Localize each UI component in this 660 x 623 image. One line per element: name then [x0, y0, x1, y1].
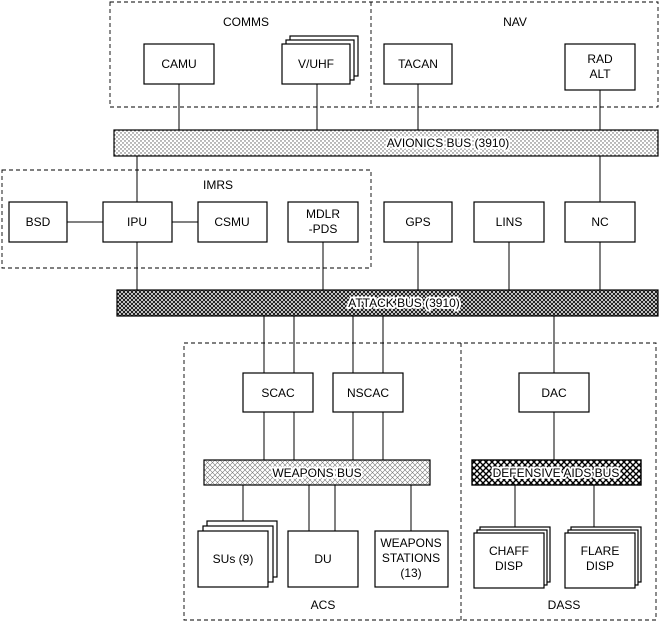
sus-label: SUs (9): [213, 552, 254, 566]
tacan-unit: TACAN: [383, 43, 453, 85]
attack-bus: ATTACK BUS (3910): [116, 289, 659, 317]
nscac-unit: NSCAC: [332, 372, 404, 413]
du-unit: DU: [287, 530, 359, 588]
rad-alt-label-line1: RAD: [587, 52, 613, 66]
nav-group-label: NAV: [503, 15, 527, 29]
chaff-disp-unit: CHAFF DISP: [473, 526, 551, 589]
mdlr-pds-label-line1: MDLR: [306, 207, 340, 221]
tacan-label: TACAN: [398, 57, 438, 71]
nc-label: NC: [591, 215, 609, 229]
chaff-disp-label-line2: DISP: [495, 559, 523, 573]
dac-label: DAC: [541, 386, 567, 400]
flare-disp-label-line2: DISP: [586, 559, 614, 573]
vuhf-label: V/UHF: [298, 57, 334, 71]
csmu-label: CSMU: [214, 215, 249, 229]
defensive-aids-bus: DEFENSIVE AIDS BUS: [471, 459, 642, 486]
lins-label: LINS: [496, 215, 523, 229]
attack-bus-label: ATTACK BUS (3910): [348, 296, 460, 310]
scac-label: SCAC: [261, 386, 295, 400]
imrs-group-label: IMRS: [203, 178, 233, 192]
acs-dass-group-outline: [183, 342, 657, 621]
comms-group-label: COMMS: [223, 15, 269, 29]
weapons-stations-label-line1: WEAPONS: [380, 536, 441, 550]
flare-disp-unit: FLARE DISP: [564, 526, 642, 589]
mdlr-pds-label-line2: -PDS: [309, 222, 338, 236]
dac-unit: DAC: [518, 372, 590, 413]
nscac-label: NSCAC: [347, 386, 389, 400]
dass-group-label: DASS: [548, 598, 581, 612]
avionics-bus: AVIONICS BUS (3910): [113, 129, 659, 157]
vuhf-unit: V/UHF: [281, 35, 359, 85]
bsd-unit: BSD: [8, 201, 68, 243]
rad-alt-unit: RAD ALT: [564, 43, 636, 91]
ipu-label: IPU: [127, 215, 147, 229]
weapons-stations-label-line3: (13): [400, 566, 421, 580]
csmu-unit: CSMU: [197, 201, 268, 243]
imrs-group-outline: [1, 169, 372, 269]
connector-lines: [67, 84, 601, 531]
scac-unit: SCAC: [242, 372, 314, 413]
bsd-label: BSD: [26, 215, 51, 229]
lins-unit: LINS: [473, 201, 545, 243]
acs-group-label: ACS: [311, 598, 336, 612]
du-label: DU: [314, 552, 331, 566]
weapons-stations-unit: WEAPONS STATIONS (13): [374, 530, 449, 588]
weapons-bus-label: WEAPONS BUS: [272, 466, 361, 480]
mdlr-pds-unit: MDLR -PDS: [287, 201, 359, 243]
weapons-stations-label-line2: STATIONS: [382, 551, 440, 565]
gps-unit: GPS: [383, 201, 453, 243]
weapons-bus: WEAPONS BUS: [203, 459, 431, 486]
defensive-aids-bus-label: DEFENSIVE AIDS BUS: [493, 466, 620, 480]
rad-alt-label-line2: ALT: [589, 67, 611, 81]
camu-unit: CAMU: [143, 43, 215, 85]
chaff-disp-label-line1: CHAFF: [489, 544, 529, 558]
camu-label: CAMU: [161, 57, 196, 71]
ipu-unit: IPU: [102, 201, 173, 243]
nc-unit: NC: [564, 201, 636, 243]
comms-nav-group-outline: [109, 1, 659, 108]
gps-label: GPS: [405, 215, 430, 229]
sus-unit: SUs (9): [197, 520, 278, 588]
avionics-bus-label: AVIONICS BUS (3910): [387, 136, 509, 150]
flare-disp-label-line1: FLARE: [581, 544, 620, 558]
